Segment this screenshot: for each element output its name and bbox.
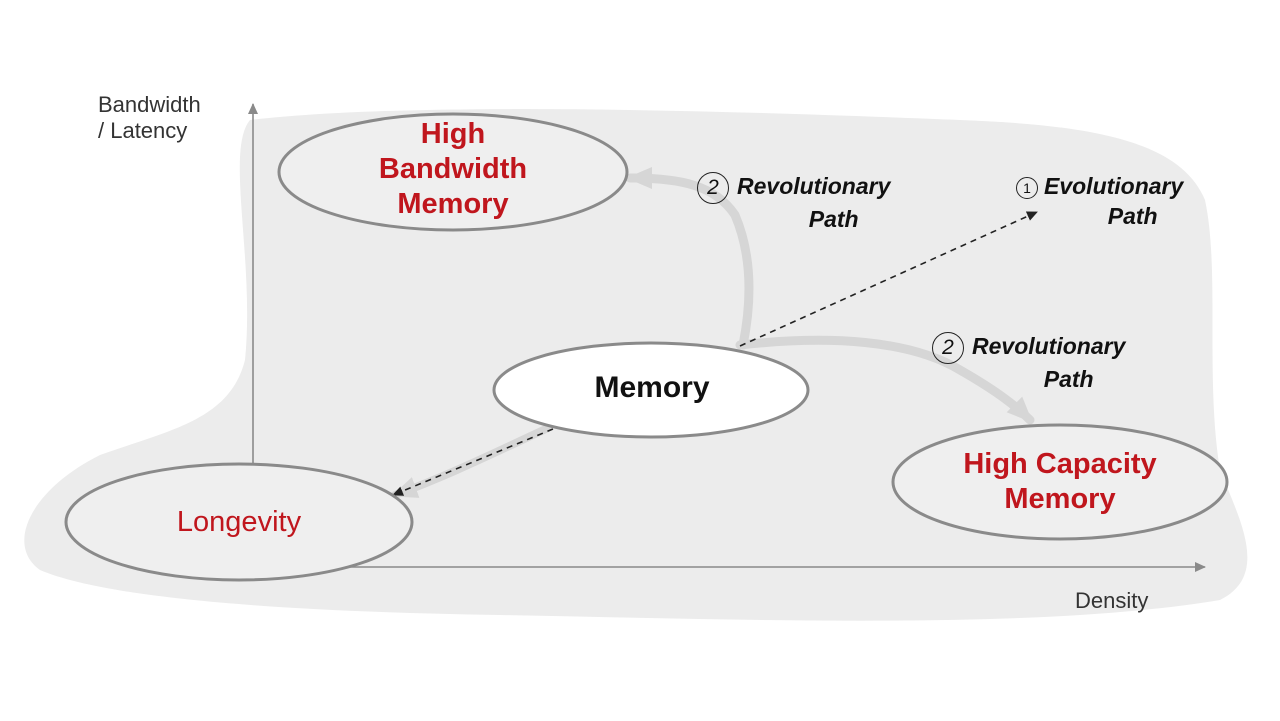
revolutionary-path-right-label: 2 Revolutionary Path xyxy=(932,332,1125,394)
longevity-label: Longevity xyxy=(176,506,302,538)
revolutionary-right-number-badge: 2 xyxy=(932,332,964,364)
revolutionary-up-line2: Path xyxy=(808,206,859,232)
revolutionary-right-line1: Revolutionary xyxy=(972,333,1126,360)
y-axis-label-line2: / Latency xyxy=(98,118,188,144)
longevity-node xyxy=(64,462,414,582)
revolutionary-path-up-arrow xyxy=(625,167,754,350)
hcm-line2: Memory xyxy=(1004,482,1116,515)
evolutionary-path-label: 1 Evolutionary Path xyxy=(1016,173,1183,230)
high-capacity-memory-label: High Capacity Memory xyxy=(963,447,1156,517)
y-axis-label: Bandwidth / Latency xyxy=(98,92,201,145)
revolutionary-up-number-badge: 2 xyxy=(697,172,729,204)
y-axis-label-line1: Bandwidth xyxy=(98,92,201,117)
hcm-line1: High Capacity xyxy=(963,448,1157,480)
revolutionary-right-line2: Path xyxy=(1043,366,1094,392)
hbm-line2: Bandwidth xyxy=(378,152,528,185)
evolutionary-line2: Path xyxy=(1107,202,1158,229)
memory-label: Memory xyxy=(594,371,710,404)
hbm-line1: High xyxy=(420,118,486,150)
hbm-line3: Memory xyxy=(397,187,509,220)
evolutionary-number-badge: 1 xyxy=(1016,176,1038,199)
revolutionary-up-line1: Revolutionary xyxy=(737,173,891,200)
memory-node xyxy=(492,341,810,439)
x-axis-label: Density xyxy=(1075,588,1149,613)
revolutionary-path-up-label: 2 Revolutionary Path xyxy=(697,172,890,234)
high-capacity-memory-node xyxy=(891,423,1229,541)
high-bandwidth-memory-label: High Bandwidth Memory xyxy=(379,117,527,221)
high-bandwidth-memory-node xyxy=(277,112,629,232)
longevity-path-arrow xyxy=(391,424,552,499)
evolutionary-line1: Evolutionary xyxy=(1044,173,1184,199)
longevity-dashed-arrow xyxy=(392,428,554,496)
